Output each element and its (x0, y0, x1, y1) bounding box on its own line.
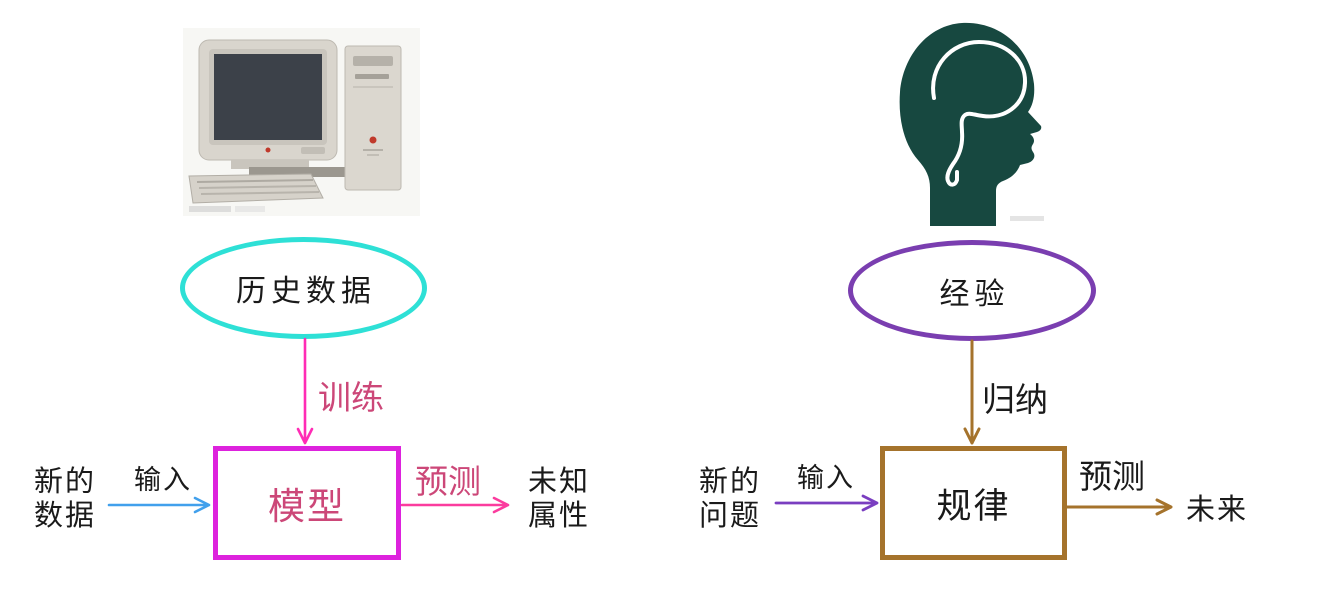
train-arrow (296, 337, 314, 445)
input-arrow-left (107, 496, 211, 514)
model-box: 模型 (213, 446, 401, 560)
retro-computer-icon (183, 28, 420, 216)
predict-label-left: 预测 (415, 463, 481, 500)
input-label-right: 输入 (797, 463, 855, 493)
model-label: 模型 (268, 486, 346, 527)
new-problem-line1: 新的 (698, 466, 761, 498)
new-data-line1: 新的 (33, 466, 96, 498)
unknown-attribute-line1: 未知 (527, 466, 590, 498)
input-arrow-right (774, 494, 879, 512)
brain-outline (931, 39, 1028, 187)
new-data-line2: 数据 (33, 500, 96, 532)
rule-box: 规律 (880, 446, 1067, 560)
history-data-label: 历史数据 (236, 275, 376, 308)
unknown-attribute-line2: 属性 (527, 500, 590, 532)
head-brain-icon (899, 22, 1044, 226)
new-problem-line2: 问题 (698, 500, 761, 532)
experience-label: 经验 (939, 277, 1010, 311)
rule-label: 规律 (936, 486, 1011, 526)
predict-label-right: 预测 (1079, 458, 1145, 495)
induce-label: 归纳 (982, 381, 1048, 418)
input-label-left: 输入 (134, 465, 192, 495)
future-text: 未来 (1186, 494, 1249, 526)
induce-arrow (963, 339, 981, 445)
history-data-ellipse: 历史数据 (180, 237, 427, 339)
new-problem-text: 新的 问题 (693, 465, 767, 533)
train-label: 训练 (318, 379, 384, 416)
experience-ellipse: 经验 (848, 240, 1096, 341)
unknown-attribute-text: 未知 属性 (516, 465, 602, 533)
new-data-text: 新的 数据 (28, 465, 102, 533)
predict-arrow-right (1065, 498, 1173, 516)
